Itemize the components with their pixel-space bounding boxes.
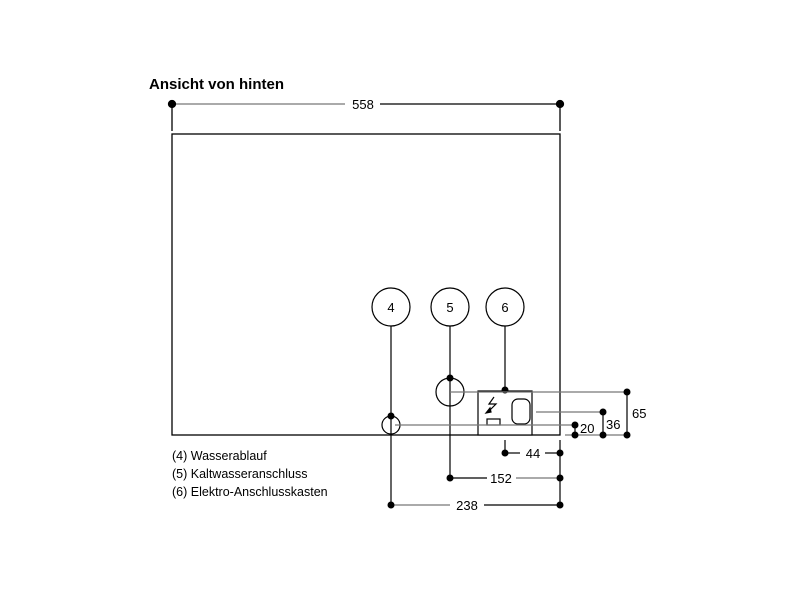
dim-44-label: 44	[526, 446, 540, 461]
legend-item-6: (6) Elektro-Anschlusskasten	[172, 485, 328, 499]
appliance-outline	[171, 133, 561, 436]
diagram-title: Ansicht von hinten	[149, 76, 284, 93]
marker-6-label: 6	[501, 300, 508, 315]
legend-item-4: (4) Wasserablauf	[172, 449, 267, 463]
width-dimension	[167, 99, 565, 131]
dim-238-label: 238	[456, 498, 478, 513]
electrical-box	[477, 390, 533, 436]
lightning-icon	[487, 396, 498, 413]
marker-5-label: 5	[446, 300, 453, 315]
width-label: 558	[352, 97, 374, 112]
marker-4-label: 4	[387, 300, 394, 315]
dim-36-label: 36	[606, 417, 620, 432]
legend-item-5: (5) Kaltwasseranschluss	[172, 467, 307, 481]
dim-65-label: 65	[632, 406, 646, 421]
horizontal-dimensions	[391, 452, 560, 506]
dim-152-label: 152	[490, 471, 512, 486]
dim-20-label: 20	[580, 421, 594, 436]
